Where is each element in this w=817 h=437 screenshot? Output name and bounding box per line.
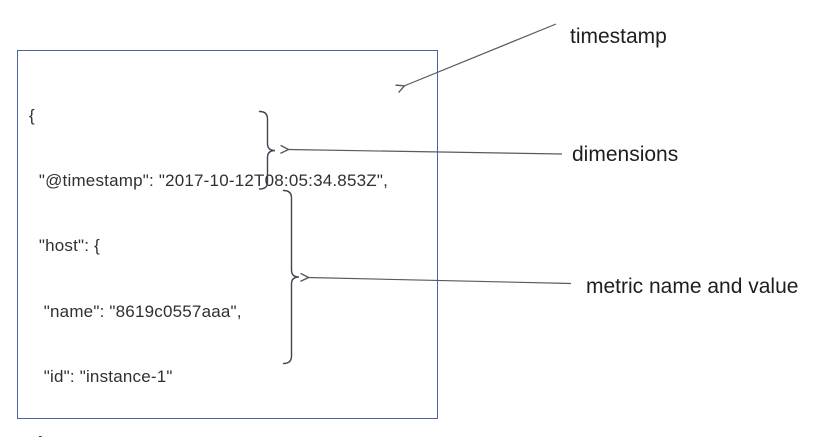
json-code-block: { "@timestamp": "2017-10-12T08:05:34.853…: [29, 61, 388, 437]
code-line-host-name: "name": "8619c0557aaa",: [29, 301, 242, 321]
code-line: {: [29, 105, 35, 125]
timestamp-label: timestamp: [570, 25, 667, 48]
code-line-host-id: "id": "instance-1": [29, 367, 173, 387]
code-line: },: [29, 432, 388, 437]
code-line-timestamp: "@timestamp": "2017-10-12T08:05:34.853Z"…: [29, 170, 389, 190]
metric-name-and-value-label: metric name and value: [586, 275, 799, 298]
dimensions-label: dimensions: [572, 143, 679, 166]
json-document-box: [17, 50, 438, 419]
code-line-host: "host": {: [29, 236, 100, 256]
